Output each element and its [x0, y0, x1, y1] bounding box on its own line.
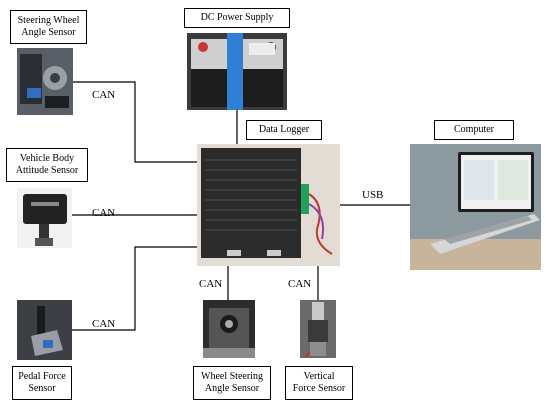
attitude-sensor-photo	[17, 188, 72, 248]
wheel-steering-angle-sensor-label: Wheel Steering Angle Sensor	[193, 366, 271, 400]
can-label-vertical: CAN	[288, 278, 312, 290]
dc-power-supply-photo	[187, 33, 287, 110]
data-logger-label: Data Logger	[246, 120, 322, 140]
wheel-steering-angle-sensor-photo	[203, 300, 255, 358]
vertical-force-sensor-photo	[300, 300, 336, 358]
computer-photo	[410, 144, 541, 270]
can-label-attitude: CAN	[92, 207, 116, 219]
pedal-force-sensor-photo	[17, 300, 72, 360]
wire-pedal	[72, 246, 197, 331]
can-label-steering: CAN	[92, 89, 116, 101]
can-label-pedal: CAN	[92, 318, 116, 330]
can-label-wheel-angle: CAN	[199, 278, 223, 290]
wire-steering	[72, 81, 197, 163]
pedal-force-sensor-label: Pedal Force Sensor	[12, 366, 72, 400]
computer-label: Computer	[434, 120, 514, 140]
dc-power-supply-label: DC Power Supply	[184, 8, 290, 28]
data-logger-photo	[197, 144, 340, 266]
steering-wheel-angle-sensor-label: Steering Wheel Angle Sensor	[10, 10, 87, 44]
vertical-force-sensor-label: Vertical Force Sensor	[285, 366, 353, 400]
vehicle-body-attitude-sensor-label: Vehicle Body Attitude Sensor	[6, 148, 88, 182]
usb-label: USB	[362, 189, 384, 201]
steering-wheel-sensor-photo	[17, 48, 73, 115]
